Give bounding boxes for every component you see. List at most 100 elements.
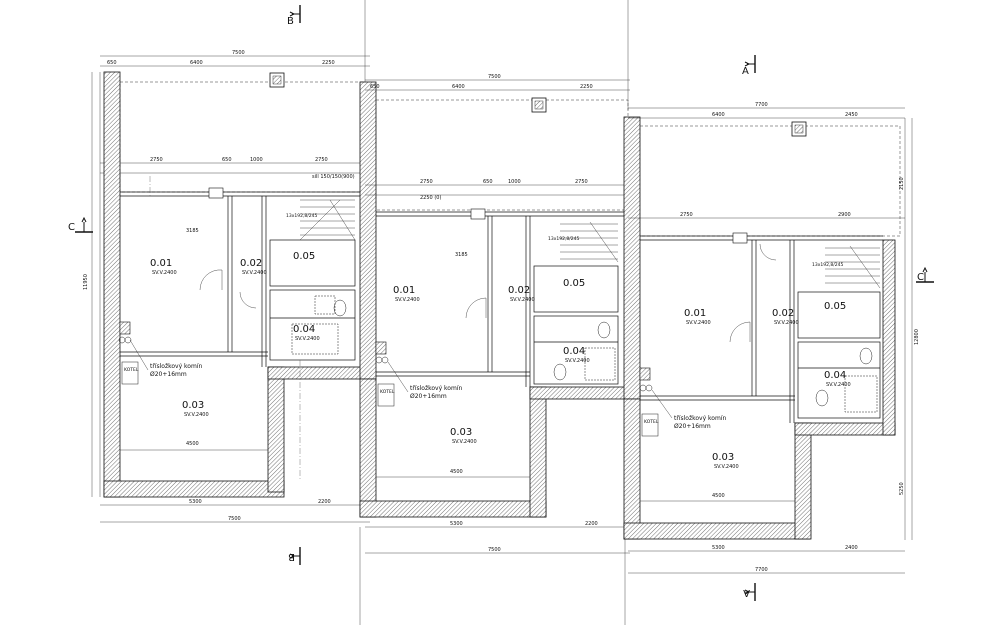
unit-2-wall-bottom [359,500,547,518]
svg-text:2750: 2750 [575,179,588,185]
unit-2-wall-left [359,378,377,518]
room-labels: 0.01SV.V.24000.02SV.V.24000.050.04SV.V.2… [150,251,851,470]
unit-2-kotel [377,383,395,407]
section-marker-b: B [287,5,301,27]
room-0-01-label: 0.01 [393,285,415,296]
unit-2-stairs-label: 13x192,8/245 [548,236,580,242]
room-0-03-label: 0.03 [712,452,734,463]
svg-text:1000: 1000 [508,179,521,185]
svg-text:4500: 4500 [186,441,199,447]
unit-3-kotel [641,413,659,437]
dim-top-c: 2250 [322,60,335,66]
svg-text:7500: 7500 [488,74,501,80]
unit-1: 7500 650 6400 2250 2750 650 1000 2750 si… [83,50,377,523]
svg-text:6400: 6400 [452,84,465,90]
svg-text:5300: 5300 [712,545,725,551]
room-height-label: SV.V.2400 [152,270,177,276]
section-marker-a: A [742,55,756,77]
unit-2: 7500 650 6400 2250 2750 650 1000 2750 22… [359,74,641,554]
room-0-04-label: 0.04 [563,346,585,357]
room-0-04-label: 0.04 [824,370,846,381]
unit-3-terrace-outline [639,125,901,237]
dim-top-total: 7500 [232,50,245,56]
unit-3-right-dimensions: 12800 2150 5250 [899,118,920,540]
note-window: sill 150/150(900) [312,174,355,180]
room-0-03-label: 0.03 [182,400,204,411]
room-0-05-label: 0.05 [293,251,315,262]
svg-text:2250: 2250 [580,84,593,90]
unit-3-stairs: 13x192,8/245 [812,245,881,289]
room-0-04-label: 0.04 [293,324,315,335]
room-0-05-label: 0.05 [563,278,585,289]
svg-text:2450: 2450 [845,112,858,118]
section-marker-b: B [288,547,301,565]
unit-1-wall-step-top [267,366,369,380]
unit-3-stairs-label: 13x192,8/245 [812,262,844,268]
room-0-01-label: 0.01 [150,258,172,269]
room-height-label: SV.V.2400 [395,297,420,303]
unit-2-wall-step-top [529,386,641,400]
svg-text:Ø20+16mm: Ø20+16mm [410,393,447,400]
unit-1-wall-step [267,366,285,493]
svg-text:5300: 5300 [450,521,463,527]
room-height-label: SV.V.2400 [826,382,851,388]
svg-text:6400: 6400 [712,112,725,118]
unit-2-chimney-label: třísložkový komín [410,385,462,392]
unit-1-chimney [119,321,131,335]
svg-text:Ø20+16mm: Ø20+16mm [150,371,187,378]
dim-mid-d: 2750 [315,157,328,163]
unit-1-wall-bottom [103,480,285,498]
unit-2-wall-right [623,116,641,400]
unit-1-kotel [121,361,139,385]
dim-top-a: 650 [107,60,117,66]
unit-1-stairs: 13x192,8/245 [286,199,356,241]
unit-3-wall-bottom [623,522,811,540]
unit-1-chimney-label: třísložkový komín [150,363,202,370]
dim-right-total: 12800 [914,329,920,345]
svg-text:KOTEL: KOTEL [380,389,395,395]
room-height-label: SV.V.2400 [686,320,711,326]
dim-mid-a: 2750 [150,157,163,163]
svg-text:KOTEL: KOTEL [644,419,659,425]
svg-text:C: C [68,222,75,233]
dim-inner-width: 3185 [186,228,199,234]
unit-1-stairs-label: 13x192,8/245 [286,213,318,219]
svg-text:2750: 2750 [420,179,433,185]
svg-text:2900: 2900 [838,212,851,218]
svg-text:5250: 5250 [899,482,905,495]
dim-left-total: 11950 [83,274,89,290]
unit-1-interior: 13x192,8/245 KOTEL třísložkový komín Ø20… [118,176,360,480]
dim-mid-b: 650 [222,157,232,163]
unit-3-top-dimensions: 7700 6400 2450 2750 2900 [628,102,905,219]
dim-mid-c: 1000 [250,157,263,163]
svg-text:B: B [287,16,294,27]
unit-1-wall-left [103,71,121,498]
unit-3-wall-left [623,398,641,540]
room-0-02-label: 0.02 [772,308,794,319]
svg-text:2750: 2750 [680,212,693,218]
unit-2-terrace-outline [375,99,629,211]
unit-3-wall-step [794,422,812,540]
svg-text:7700: 7700 [755,102,768,108]
unit-2-interior: 13x192,8/245 KOTEL třísložkový komín Ø20… [375,208,624,407]
room-height-label: SV.V.2400 [184,412,209,418]
svg-text:4500: 4500 [712,493,725,499]
unit-2-wall-step [529,386,547,518]
svg-text:A: A [743,587,750,598]
section-markers: B B A A C C [68,5,934,601]
unit-3-chimney [639,367,651,381]
unit-2-top-dimensions: 7500 650 6400 2250 2750 650 1000 2750 22… [365,74,630,258]
svg-text:C: C [917,272,924,283]
unit-3-wall-step-top [794,422,896,436]
svg-text:B: B [288,551,295,562]
room-height-label: SV.V.2400 [510,297,535,303]
room-height-label: SV.V.2400 [295,336,320,342]
svg-text:2400: 2400 [845,545,858,551]
room-height-label: SV.V.2400 [714,464,739,470]
svg-text:Ø20+16mm: Ø20+16mm [674,423,711,430]
unit-1-bottom-dimensions: 5300 2200 7500 4500 [100,441,370,523]
svg-text:650: 650 [370,84,380,90]
room-height-label: SV.V.2400 [452,439,477,445]
grid-lines [359,0,629,625]
